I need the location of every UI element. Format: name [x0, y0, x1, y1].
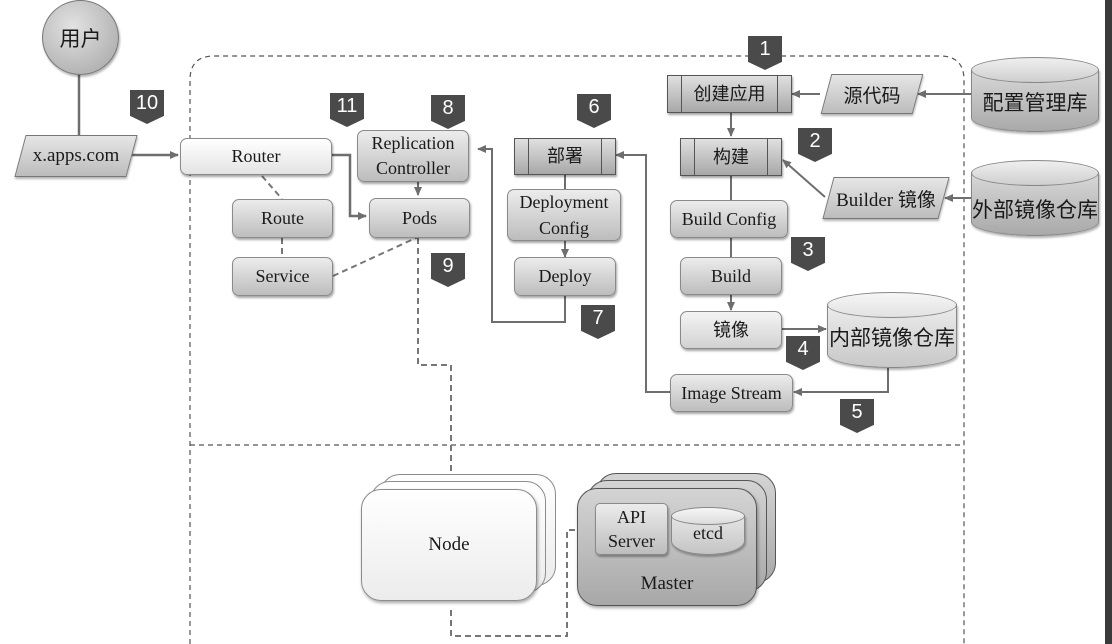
pods-label: Pods: [401, 207, 437, 228]
node-label: Node: [428, 534, 470, 555]
internal-registry-label: 内部镜像仓库: [829, 326, 955, 350]
node-box: Node: [361, 489, 537, 601]
service-label: Service: [255, 266, 310, 286]
route-box: Route: [232, 199, 333, 238]
internal-registry-cylinder: 内部镜像仓库: [827, 292, 957, 368]
pods-to-node: [417, 238, 452, 487]
deploy-process-label: 部署: [547, 146, 583, 166]
builder-image-box: Builder 镜像: [828, 177, 944, 219]
router-box: Router: [180, 138, 332, 175]
build-box: Build: [680, 257, 782, 295]
step-badge-11: 11: [330, 93, 364, 127]
step-badge-4: 4: [786, 336, 820, 370]
window-edge: [1105, 0, 1112, 644]
deploy-box: Deploy: [514, 257, 616, 296]
step-badge-10: 10: [130, 90, 164, 124]
step-badge-9: 9: [431, 253, 465, 287]
replication-controller-box: Replication Controller: [357, 130, 469, 182]
deploy-to-rc: [477, 145, 566, 323]
image-stream-box: Image Stream: [670, 374, 793, 412]
master-box: API Server etcd Master: [577, 488, 757, 606]
external-registry-cylinder: 外部镜像仓库: [971, 160, 1099, 236]
build-process-label: 构建: [713, 146, 749, 167]
deploy-process-box: 部署: [514, 138, 616, 175]
build-config-box: Build Config: [670, 200, 788, 238]
route-label: Route: [261, 208, 304, 228]
image-stream-label: Image Stream: [681, 382, 782, 403]
step-badge-3: 3: [791, 237, 825, 271]
api-server-label-line2: Server: [608, 531, 655, 551]
step-badge-1: 1: [748, 36, 782, 70]
deployment-config-box: Deployment Config: [507, 189, 621, 241]
build-process-box: 构建: [680, 138, 782, 176]
source-code-label: 源代码: [843, 85, 901, 107]
router-to-pods: [332, 153, 367, 220]
pods-box: Pods: [369, 198, 470, 238]
rc-label-line1: Replication: [371, 133, 455, 153]
domain-entry-label: x.apps.com: [32, 145, 120, 166]
image-box: 镜像: [680, 311, 782, 349]
user-label: 用户: [59, 26, 102, 51]
builder-image-label: Builder 镜像: [836, 189, 936, 211]
deploy-label: Deploy: [538, 266, 592, 286]
dc-label-line1: Deployment: [519, 192, 609, 212]
service-box: Service: [232, 257, 333, 296]
external-registry-label: 外部镜像仓库: [972, 198, 1098, 222]
build-label: Build: [710, 265, 751, 286]
api-server-box: API Server: [595, 503, 668, 555]
rc-label-line2: Controller: [376, 158, 450, 178]
master-label: Master: [640, 573, 694, 594]
router-route-link: [261, 175, 283, 200]
step-badge-5: 5: [840, 399, 874, 433]
step-badge-7: 7: [581, 305, 615, 339]
config-repo-label: 配置管理库: [982, 91, 1088, 115]
etcd-label: etcd: [693, 523, 723, 543]
build-config-label: Build Config: [681, 208, 777, 229]
user-node: 用户: [42, 0, 119, 75]
service-pods-link: [332, 236, 419, 277]
dc-label-line2: Config: [538, 218, 589, 238]
step-badge-8: 8: [431, 95, 465, 129]
imagestream-to-deploy: [615, 151, 671, 393]
step-badge-6: 6: [577, 94, 611, 128]
node-to-apiserver: [450, 529, 595, 637]
api-server-label-line1: API: [616, 507, 646, 527]
step-badge-2: 2: [798, 128, 832, 162]
create-app-box: 创建应用: [667, 75, 792, 113]
etcd-cylinder: etcd: [671, 507, 745, 555]
router-label: Router: [231, 146, 281, 166]
config-repo-cylinder: 配置管理库: [971, 57, 1099, 132]
image-label: 镜像: [713, 319, 749, 340]
registry-to-imagestream: [793, 368, 889, 396]
cluster-boundary: [189, 55, 965, 644]
create-app-label: 创建应用: [693, 83, 766, 104]
source-code-box: 源代码: [826, 74, 918, 114]
builder-to-build: [782, 159, 826, 198]
domain-entry: x.apps.com: [20, 135, 132, 177]
